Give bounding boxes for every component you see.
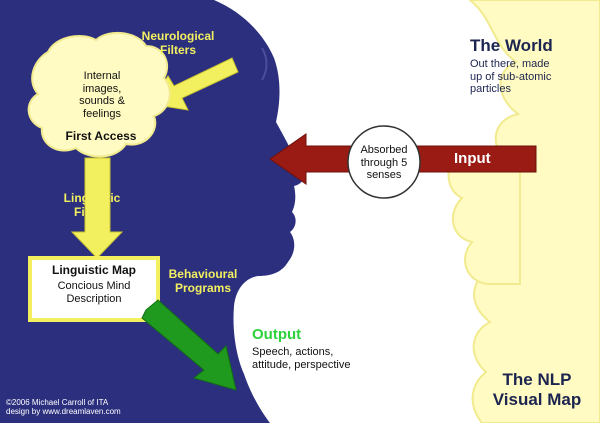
ear-detail — [261, 47, 268, 81]
world-description: Out there, made up of sub-atomic particl… — [470, 58, 552, 96]
first-access-label: First Access — [65, 129, 137, 143]
output-description: Speech, actions, attitude, perspective — [252, 346, 351, 371]
behavioural-programs-label: Behavioural Programs — [168, 267, 238, 295]
output-arrow — [141, 299, 237, 391]
world-title: The World — [470, 36, 553, 55]
internal-senses-label: Internal images, sounds & feelings — [79, 70, 125, 120]
linguistic-filters-label: Linguistic Filters — [63, 191, 121, 219]
neurological-arrow — [149, 57, 239, 111]
neurological-filters-label: Neurological Filters — [141, 29, 215, 57]
copyright-notice: ©2006 Michael Carroll of ITA design by w… — [6, 398, 121, 417]
world-cloud-lobes — [447, 149, 521, 285]
linguistic-filters-arrow — [70, 157, 124, 259]
output-title: Output — [252, 326, 302, 343]
linguistic-map-box — [28, 256, 160, 322]
linguistic-map-description: Concious Mind Description — [57, 280, 131, 305]
linguistic-map-title: Linguistic Map — [52, 263, 136, 277]
internal-cloud — [27, 31, 171, 158]
senses-circle-label: Absorbed through 5 senses — [360, 144, 408, 182]
nlp-map-title: The NLP Visual Map — [492, 370, 582, 409]
input-label: Input — [454, 150, 491, 167]
senses-circle — [347, 125, 421, 199]
